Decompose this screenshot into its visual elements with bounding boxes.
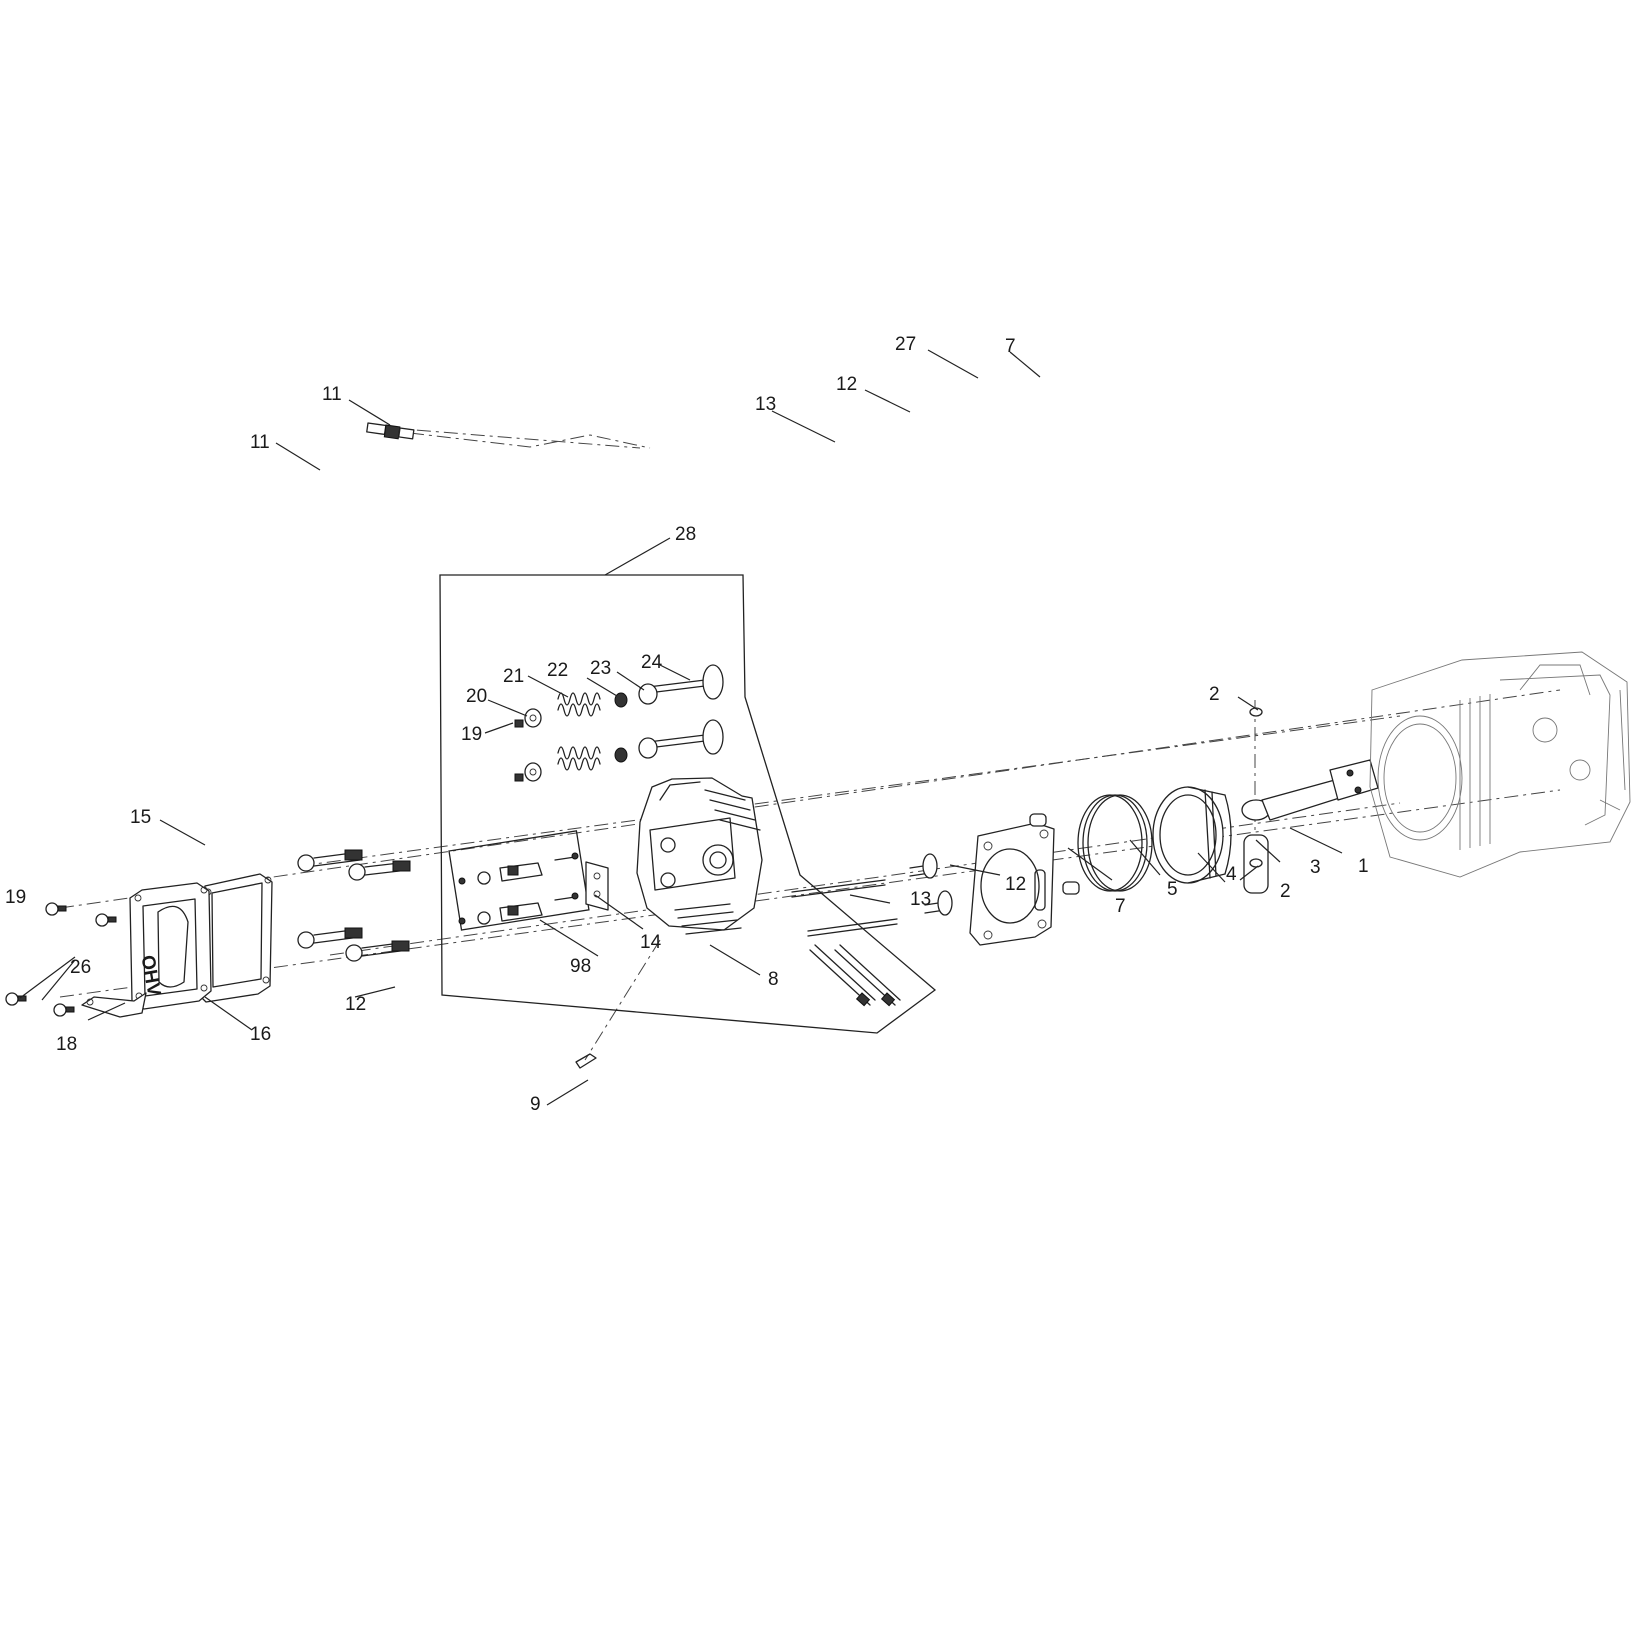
exhaust-gasket (575, 1053, 597, 1069)
piston-rings (1077, 794, 1153, 892)
valve-train-parts (514, 664, 724, 782)
callout-10: 11 (322, 384, 342, 405)
valve-keeper (514, 719, 524, 728)
callout-23: 22 (547, 660, 568, 681)
callout-12-upper: 12 (836, 374, 857, 395)
cylinder-head-kit-box (439, 574, 937, 1034)
callout-2-upper: 2 (1209, 684, 1220, 705)
callout-12-lower: 12 (1005, 874, 1026, 895)
breather-bracket (81, 992, 147, 1018)
callout-25: 24 (641, 652, 663, 673)
callout-1: 1 (1358, 856, 1369, 877)
callout-28: 28 (675, 524, 696, 545)
callout-15: 15 (130, 807, 151, 828)
callout-labels: 28 20 19 21 22 23 24 11 11 15 19 26 18 1… (5, 334, 1369, 1115)
callout-7-upper: 7 (1005, 336, 1016, 357)
piston (1152, 786, 1232, 884)
callout-98: 98 (570, 956, 591, 977)
callout-14: 14 (640, 932, 662, 953)
pushrods (791, 879, 898, 937)
cylinder-head (636, 777, 763, 935)
callout-19: 19 (5, 887, 26, 908)
rocker-cover: OHV (129, 882, 212, 1010)
pushrod-guide-plate (585, 861, 609, 911)
cover-bolts (5, 902, 117, 1017)
valve-stem-seal (614, 692, 628, 708)
callout-11-lower: 12 (345, 994, 366, 1015)
callout-9: 9 (530, 1094, 541, 1115)
rocker-arm-kit-box (448, 830, 590, 931)
callout-8: 8 (768, 969, 779, 990)
callout-26: 26 (70, 957, 91, 978)
callout-27: 27 (895, 334, 916, 355)
head-bolts (297, 849, 411, 962)
callout-20: 19 (461, 724, 482, 745)
dowel-pin (1029, 813, 1047, 827)
leader-lines (19, 349, 1343, 1106)
callout-4: 4 (1226, 864, 1237, 885)
callout-13-lower: 13 (910, 889, 931, 910)
connecting-rod (1241, 759, 1379, 821)
callout-22: 21 (503, 666, 524, 687)
callout-5: 5 (1167, 879, 1178, 900)
callout-2-lower: 2 (1280, 881, 1291, 902)
intake-valve (639, 664, 724, 700)
valve-tappets (909, 853, 953, 916)
callout-3: 3 (1310, 857, 1321, 878)
assembly-axes (59, 427, 1561, 1061)
spring-seat-washer (524, 708, 542, 728)
rocker-arm-assembly (458, 852, 579, 925)
callout-11-upper: 11 (250, 432, 270, 453)
callout-24: 23 (590, 658, 611, 679)
head-gasket (969, 822, 1055, 946)
callout-16: 16 (250, 1024, 271, 1045)
head-studs (809, 944, 901, 1007)
callout-18: 18 (56, 1034, 77, 1055)
crankcase-block (1369, 651, 1631, 878)
callout-13-upper: 13 (755, 394, 776, 415)
callout-21: 20 (466, 686, 487, 707)
spark-plug (366, 422, 415, 440)
callout-7-lower: 7 (1115, 896, 1126, 917)
valve-retainer (638, 683, 658, 705)
valve-spring (557, 692, 601, 771)
